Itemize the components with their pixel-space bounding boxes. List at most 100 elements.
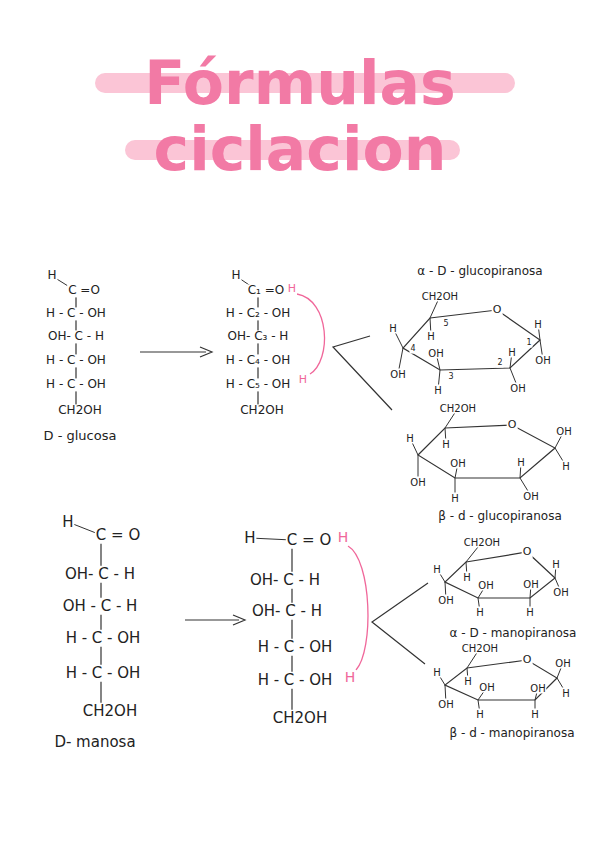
atom-label: H - C - OH <box>45 354 107 367</box>
atom-label: OH - C - H <box>62 598 139 615</box>
atom-label: C =O <box>67 284 101 297</box>
atom-label: H - C₅ - OH <box>225 378 292 391</box>
atom-label: H <box>243 530 256 547</box>
atom-label: H <box>298 374 308 386</box>
atom-label: H <box>450 493 460 504</box>
cyclization-curve <box>348 546 368 670</box>
atom-label: H <box>525 607 535 618</box>
atom-label: OH <box>477 580 494 591</box>
arrow-head <box>233 615 245 625</box>
atom-label: OH <box>437 595 454 606</box>
atom-label: CH2OH <box>461 643 499 654</box>
atom-label: H <box>46 269 57 282</box>
reaction-arrow <box>185 619 239 620</box>
atom-label: O <box>492 304 503 316</box>
atom-label: α - D - manopiranosa <box>449 627 578 640</box>
atom-label: H <box>432 564 442 575</box>
atom-label: β - d - glucopiranosa <box>437 510 562 523</box>
atom-label: H <box>230 269 241 282</box>
atom-label: OH <box>534 355 551 366</box>
atom-label: CH2OH <box>439 403 477 414</box>
atom-label: H - C - OH <box>257 639 334 656</box>
atom-label: CH2OH <box>82 703 138 720</box>
atom-label: H <box>475 709 485 720</box>
atom-label: OH <box>478 682 495 693</box>
atom-label: OH <box>529 683 546 694</box>
atom-label: OH <box>437 699 454 710</box>
atom-label: H - C - OH <box>45 307 107 320</box>
atom-label: OH <box>555 426 572 437</box>
atom-label: OH <box>427 348 444 359</box>
atom-label: H <box>426 331 436 342</box>
atom-label: H <box>432 667 442 678</box>
atom-label: H <box>61 514 74 531</box>
atom-label: H <box>507 347 517 358</box>
pyranose-ring <box>445 660 557 700</box>
atom-label: α - D - glucopiranosa <box>416 265 543 278</box>
atom-label: H - C - OH <box>65 665 142 682</box>
atom-label: CH2OH <box>421 291 459 302</box>
atom-label: H <box>433 385 443 396</box>
atom-label: 5 <box>442 320 449 329</box>
atom-label: OH- C - H <box>64 566 136 583</box>
atom-label: CH2OH <box>239 404 285 417</box>
atom-label: H - C - OH <box>257 672 334 689</box>
atom-label: CH2OH <box>57 404 103 417</box>
atom-label: H <box>463 676 473 687</box>
atom-label: O <box>507 419 518 431</box>
atom-label: OH- C - H <box>249 572 321 589</box>
atom-label: CH2OH <box>463 537 501 548</box>
atom-label: H <box>561 461 571 472</box>
atom-label: CH2OH <box>272 710 328 727</box>
atom-label: D- manosa <box>53 734 136 751</box>
atom-label: OH- C - H <box>47 330 105 343</box>
atom-label: H - C₂ - OH <box>225 307 292 320</box>
atom-label: H <box>344 670 357 685</box>
atom-label: H <box>462 572 472 583</box>
atom-label: 1 <box>525 339 532 348</box>
atom-label: H <box>441 439 451 450</box>
atom-label: O <box>522 654 533 666</box>
atom-label: H <box>405 433 415 444</box>
fork-line <box>333 336 392 410</box>
atom-label: 3 <box>447 373 454 382</box>
atom-label: 4 <box>409 345 416 354</box>
atom-label: H <box>533 319 543 330</box>
page-title: Fórmulas ciclacion <box>120 50 480 182</box>
arrow-head <box>200 347 212 357</box>
pyranose-ring <box>445 552 555 598</box>
atom-label: C = O <box>286 532 332 549</box>
atom-label: 2 <box>496 359 503 368</box>
atom-label: H <box>287 283 297 295</box>
atom-label: OH <box>522 491 539 502</box>
atom-label: H <box>530 709 540 720</box>
carbon-chain <box>100 535 101 711</box>
atom-label: H <box>388 323 398 334</box>
atom-label: H - C₄ - OH <box>225 354 292 367</box>
atom-label: OH- C₃ - H <box>227 330 290 343</box>
carbon-chain <box>291 540 292 718</box>
atom-label: OH <box>449 458 466 469</box>
atom-label: OH <box>522 579 539 590</box>
atom-label: H - C - OH <box>65 630 142 647</box>
reaction-arrow <box>140 351 206 352</box>
atom-label: H <box>551 559 561 570</box>
atom-label: D - glucosa <box>43 429 118 443</box>
atom-label: β - d - manopiranosa <box>449 727 576 740</box>
atom-label: O <box>522 546 533 558</box>
atom-label: OH <box>509 383 526 394</box>
atom-label: H <box>561 688 571 699</box>
pyranose-ring <box>403 310 540 370</box>
atom-label: OH- C - H <box>251 603 323 620</box>
atom-label: OH <box>409 477 426 488</box>
atom-label: OH <box>389 369 406 380</box>
atom-label: H - C - OH <box>45 378 107 391</box>
atom-label: OH <box>552 587 569 598</box>
atom-label: H <box>337 530 350 545</box>
atom-label: C₁ =O <box>247 284 286 297</box>
atom-label: H <box>475 607 485 618</box>
atom-label: H <box>516 457 526 468</box>
atom-label: C = O <box>95 527 141 544</box>
fork-line <box>372 583 428 664</box>
